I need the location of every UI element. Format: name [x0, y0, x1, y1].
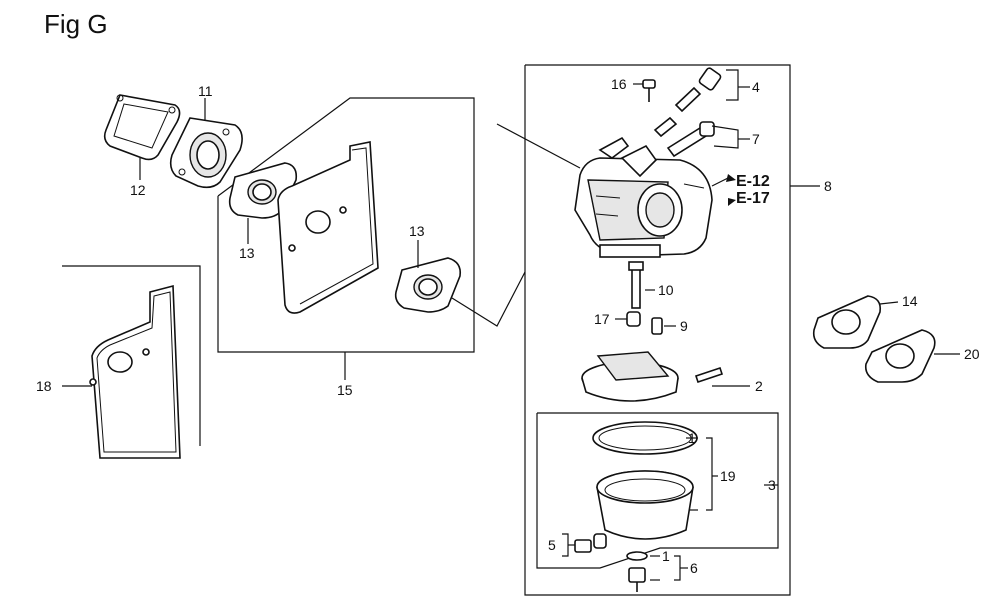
- callout-12: 12: [130, 182, 146, 198]
- part-6-bolt: [626, 551, 648, 592]
- callout-1-upper: 1: [688, 430, 696, 446]
- part-2-float-pin: [694, 366, 724, 384]
- figure-title: Fig G: [44, 9, 108, 39]
- reference-e12: E-12: [736, 173, 770, 190]
- float-chamber-frame: [536, 412, 779, 569]
- carburetor-body: [574, 136, 713, 258]
- callout-14: 14: [902, 293, 918, 309]
- float: [581, 351, 679, 402]
- reference-arrows: [726, 174, 736, 206]
- callout-7: 7: [752, 131, 760, 147]
- leader-line: [451, 271, 526, 327]
- frame-line-18: [62, 265, 201, 446]
- part-10-main-jet: [628, 261, 644, 309]
- callout-10: 10: [658, 282, 674, 298]
- part-18-plate: [62, 265, 201, 459]
- callout-13-left: 13: [239, 245, 255, 261]
- callout-8: 8: [824, 178, 832, 194]
- callout-4: 4: [752, 79, 760, 95]
- part-16-screw: [642, 79, 656, 102]
- callout-15: 15: [337, 382, 353, 398]
- part-7-screw: [666, 121, 715, 158]
- part-5-drain-screw: [574, 533, 607, 553]
- part-20-gasket: [864, 329, 936, 383]
- carburetor-assembly-frame: [524, 64, 791, 596]
- callout-18: 18: [36, 378, 52, 394]
- reference-e17: E-17: [736, 190, 770, 207]
- callout-11: 11: [198, 83, 213, 99]
- part-17-jet: [626, 311, 641, 327]
- part-11-insulator: [169, 117, 243, 189]
- callout-9: 9: [680, 318, 688, 334]
- float-chamber: [596, 470, 694, 540]
- part-15-group: [217, 97, 475, 353]
- part-1-o-ring: [592, 421, 698, 455]
- leader-line: [496, 123, 581, 169]
- part-14-gasket: [812, 295, 882, 349]
- callout-19: 19: [720, 468, 736, 484]
- callout-6: 6: [690, 560, 698, 576]
- callout-2: 2: [755, 378, 763, 394]
- callout-17: 17: [594, 311, 610, 327]
- callout-5: 5: [548, 537, 556, 553]
- leader-lines: [62, 69, 960, 581]
- callout-20: 20: [964, 346, 980, 362]
- callout-labels: 11 12 13 13 15 18 16 4 7 8 10 17 9 2 1 1…: [36, 76, 980, 576]
- part-12-gasket: [103, 94, 181, 161]
- callout-13-right: 13: [409, 223, 425, 239]
- callout-1-lower: 1: [662, 548, 670, 564]
- part-4-pilot-screw: [653, 67, 722, 138]
- callout-3: 3: [768, 477, 776, 493]
- callout-16: 16: [611, 76, 627, 92]
- part-9-screw: [651, 317, 663, 335]
